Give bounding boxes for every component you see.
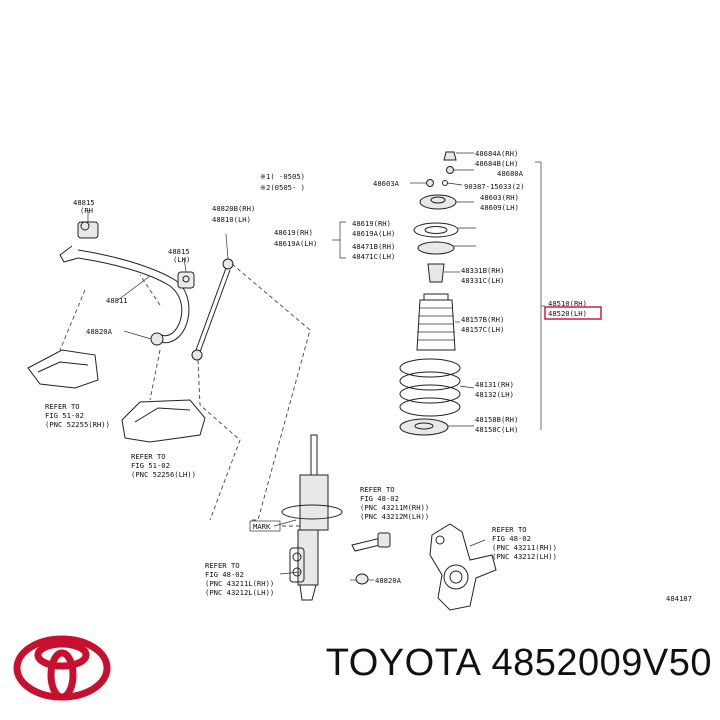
svg-text:(PNC 43212(LH)): (PNC 43212(LH))	[492, 552, 557, 561]
toyota-logo-icon	[13, 635, 111, 701]
label-48132: 48132(LH)	[475, 390, 514, 399]
stabilizer-link-illustration	[191, 233, 311, 521]
refer-to-fig-48-02: REFER TO FIG 48-02 (PNC 43211(RH)) (PNC …	[492, 525, 557, 561]
label-48158C: 48158C(LH)	[475, 425, 518, 434]
label-48609: 48609(LH)	[480, 203, 519, 212]
brand-name: TOYOTA	[325, 642, 482, 684]
label-48157B: 48157B(RH)	[461, 315, 504, 324]
label-48603A: 48603A	[373, 179, 400, 188]
label-48811: 48811	[106, 296, 128, 305]
label-90387: 90387-15033(2)	[464, 182, 525, 191]
label-48131: 48131(RH)	[475, 380, 514, 389]
figure-id: 484187	[666, 594, 692, 603]
label-48603: 48603(RH)	[480, 193, 519, 202]
note-2: ※2(0505- )	[260, 183, 305, 192]
svg-text:REFER TO: REFER TO	[205, 561, 240, 570]
note-1: ※1( -0505)	[260, 172, 305, 181]
svg-text:(PNC 43211L(RH)): (PNC 43211L(RH))	[205, 579, 274, 588]
svg-text:FIG 48-02: FIG 48-02	[205, 570, 244, 579]
label-48331B: 48331B(RH)	[461, 266, 504, 275]
label-48815-lh: 48815	[168, 247, 190, 256]
label-48810: 48810(LH)	[212, 215, 251, 224]
label-48680A: 48680A	[497, 169, 524, 178]
svg-text:FIG 48-02: FIG 48-02	[360, 494, 399, 503]
part-number: 4852009V50	[491, 642, 712, 684]
shock-absorber-illustration	[281, 434, 343, 601]
svg-text:FIG 51-02: FIG 51-02	[45, 411, 84, 420]
refer-to-fig-51-02-rh: REFER TO FIG 51-02 (PNC 52255(RH))	[45, 402, 110, 429]
label-48820B: 48820B(RH)	[212, 204, 255, 213]
highlighted-part-box	[544, 306, 602, 320]
svg-text:FIG 48-02: FIG 48-02	[492, 534, 531, 543]
label-48471B: 48471B(RH)	[352, 242, 395, 251]
svg-text:(PNC 52256(LH)): (PNC 52256(LH))	[131, 470, 196, 479]
refer-to-fig-51-02-lh: REFER TO FIG 51-02 (PNC 52256(LH))	[131, 452, 196, 479]
refer-to-fig-48-02-l: REFER TO FIG 48-02 (PNC 43211L(RH)) (PNC…	[205, 561, 274, 597]
svg-text:REFER TO: REFER TO	[492, 525, 527, 534]
label-48820A-top: 48820A	[86, 327, 113, 336]
label-48510: 48510(RH)	[548, 299, 587, 308]
part-labels: 48684A(RH) 48684B(LH) 48680A 48603A 9038…	[73, 149, 692, 603]
svg-text:(PNC 52255(RH)): (PNC 52255(RH))	[45, 420, 110, 429]
svg-text:(PNC 43212M(LH)): (PNC 43212M(LH))	[360, 512, 429, 521]
svg-text:REFER TO: REFER TO	[131, 452, 166, 461]
label-48471C: 48471C(LH)	[352, 252, 395, 261]
refer-to-fig-48-02-m: REFER TO FIG 48-02 (PNC 43211M(RH)) (PNC…	[360, 485, 429, 521]
svg-text:(PNC 43211(RH)): (PNC 43211(RH))	[492, 543, 557, 552]
mark-label: MARK	[249, 520, 281, 532]
label-48815-rh: 48815	[73, 198, 95, 207]
upper-mount-stack-illustration	[399, 151, 461, 436]
label-48158B: 48158B(RH)	[475, 415, 518, 424]
label-48157C: 48157C(LH)	[461, 325, 504, 334]
svg-text:(PNC 43212L(LH)): (PNC 43212L(LH))	[205, 588, 274, 597]
label-48331C: 48331C(LH)	[461, 276, 504, 285]
steering-knuckle-illustration	[429, 523, 497, 611]
bolt-illustration	[351, 532, 391, 585]
svg-text:REFER TO: REFER TO	[45, 402, 80, 411]
svg-text:REFER TO: REFER TO	[360, 485, 395, 494]
svg-text:MARK: MARK	[253, 522, 271, 531]
label-48820A-bottom: 48820A	[375, 576, 402, 585]
label-48815-lh-sub: (LH)	[173, 255, 190, 264]
label-48684A: 48684A(RH)	[475, 149, 518, 158]
svg-text:(PNC 43211M(RH)): (PNC 43211M(RH))	[360, 503, 429, 512]
label-48619: 48619(RH)	[274, 228, 313, 237]
label-48520: 48520(LH)	[548, 309, 587, 318]
label-48815-rh-sub: (RH	[80, 206, 93, 215]
svg-text:FIG 51-02: FIG 51-02	[131, 461, 170, 470]
label-48619-right: 48619(RH)	[352, 219, 391, 228]
label-48684B: 48684B(LH)	[475, 159, 518, 168]
label-48619A-right: 48619A(LH)	[352, 229, 395, 238]
label-48619A: 48619A(LH)	[274, 239, 317, 248]
